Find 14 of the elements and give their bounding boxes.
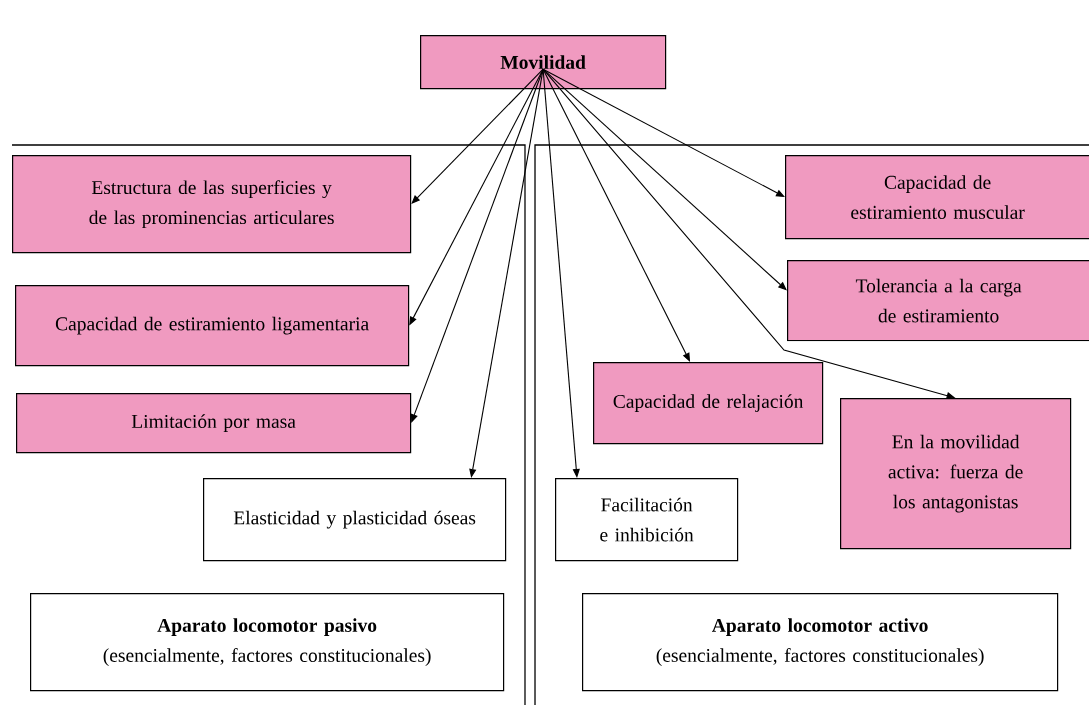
arrow (542, 68, 580, 478)
factor-box: Tolerancia a la carga de estiramiento (787, 260, 1089, 342)
category-box: Aparato locomotor activo (esencialmente, factores constitucionales) (582, 593, 1059, 692)
factor-box: En la movilidad activa: fuerza de los antagonistas (840, 398, 1072, 550)
title-box: Movilidad (420, 35, 667, 90)
factor-box: Elasticidad y plasticidad óseas (203, 478, 507, 562)
factor-box: Capacidad de estiramiento muscular (785, 155, 1089, 240)
arrow (469, 68, 544, 478)
factor-box: Capacidad de relajación (593, 362, 824, 445)
factor-box: Estructura de las superficies y de las prominencias articulares (12, 155, 412, 254)
factor-box: Limitación por masa (16, 393, 412, 454)
factor-box: Facilitación e inhibición (555, 478, 739, 562)
category-box: Aparato locomotor pasivo (esencialmente, factores constitucionales) (30, 593, 505, 692)
factor-box: Capacidad de estiramiento ligamentaria (15, 285, 410, 367)
